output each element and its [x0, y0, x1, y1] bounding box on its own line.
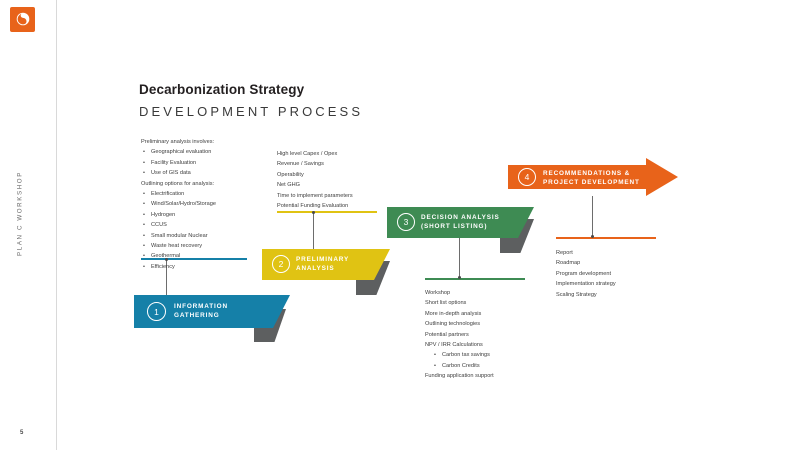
step-label-3: DECISION ANALYSIS (SHORT LISTING)	[421, 214, 500, 231]
list-item: Carbon tax savings	[425, 350, 494, 361]
connector-step-4	[592, 196, 593, 238]
step-label-4-line1: RECOMMENDATIONS &	[543, 170, 631, 177]
step-label-4-line2: PROJECT DEVELOPMENT	[543, 178, 640, 186]
list-item: Outlining technologies	[425, 321, 481, 328]
plan-c-logo	[10, 7, 35, 32]
connector-dot-step-2	[312, 211, 315, 214]
list-item: Report	[556, 250, 573, 256]
list-item: Geographical evaluation	[141, 147, 216, 158]
list-item: Facility Evaluation	[141, 158, 216, 169]
step-recommendations[interactable]: 4 RECOMMENDATIONS & PROJECT DEVELOPMENT	[508, 158, 678, 196]
connector-step-3	[459, 237, 460, 279]
list-item: Potential Funding Evaluation	[277, 203, 349, 210]
step-information-gathering[interactable]: 1 INFORMATION GATHERING	[134, 295, 290, 342]
list-item: Scaling Strategy	[556, 291, 597, 298]
step-label-2-line2: ANALYSIS	[296, 264, 335, 272]
list-item: Short list options	[425, 300, 467, 307]
step-decision-analysis[interactable]: 3 DECISION ANALYSIS (SHORT LISTING)	[387, 207, 534, 253]
step-label-2: PRELIMINARY ANALYSIS	[296, 256, 349, 273]
rule-step-3	[425, 278, 525, 280]
step-number-4: 4	[518, 168, 536, 186]
list-item: Implementation strategy	[556, 281, 616, 288]
list-item: Efficiency	[141, 262, 216, 273]
step-label-1: INFORMATION GATHERING	[174, 303, 228, 320]
list-item: Electrification	[141, 189, 216, 200]
list-item: Potential partners	[425, 331, 469, 338]
list-item: More in-depth analysis	[425, 310, 482, 317]
page-subtitle: DEVELOPMENT PROCESS	[139, 104, 364, 119]
rule-step-4	[556, 237, 656, 239]
list-item: Waste heat recovery	[141, 241, 216, 252]
list-item: Use of GIS data	[141, 168, 216, 179]
page-number: 5	[20, 430, 24, 436]
list-item: Wind/Solar/Hydro/Storage	[141, 199, 216, 210]
list-item: CCUS	[141, 220, 216, 231]
logo-swirl-icon	[16, 12, 30, 26]
list-item: Program development	[556, 270, 612, 277]
list-item: NPV / IRR Calculations	[425, 342, 483, 349]
step-number-3: 3	[397, 213, 415, 231]
deck-rail-label: PLAN C WORKSHOP	[16, 171, 24, 256]
step-label-1-line2: GATHERING	[174, 311, 220, 319]
list-item: Outlining options for analysis:	[141, 180, 215, 187]
rule-step-2	[277, 211, 377, 213]
step-label-2-line1: PRELIMINARY	[296, 256, 350, 263]
list-item: Small modular Nuclear	[141, 231, 216, 242]
step-preliminary-analysis[interactable]: 2 PRELIMINARY ANALYSIS	[262, 249, 390, 295]
step-label-1-line1: INFORMATION	[174, 303, 228, 310]
step-label-3-line2: (SHORT LISTING)	[421, 222, 488, 230]
list-item: Preliminary analysis involves:	[141, 139, 215, 145]
connector-dot-step-3	[458, 276, 461, 279]
step-label-4: RECOMMENDATIONS & PROJECT DEVELOPMENT	[543, 170, 640, 187]
rail-divider	[56, 0, 57, 450]
information-gathering-details: Preliminary analysis involves: Geographic…	[141, 137, 216, 273]
connector-step-2	[313, 212, 314, 254]
list-item: Operability	[277, 171, 304, 178]
list-item: Time to implement parameters	[277, 192, 353, 199]
list-item: Carbon Credits	[425, 361, 494, 372]
list-item: Funding application support	[425, 373, 494, 380]
list-item: Roadmap	[556, 260, 581, 267]
list-item: Geothermal	[141, 251, 216, 262]
connector-step-1	[166, 259, 167, 301]
page-title: Decarbonization Strategy	[139, 82, 305, 97]
connector-dot-step-4	[591, 235, 594, 238]
list-item: Hydrogen	[141, 210, 216, 221]
list-item: Revenue / Savings	[277, 161, 324, 168]
step-label-3-line1: DECISION ANALYSIS	[421, 214, 500, 221]
list-item: Workshop	[425, 290, 451, 296]
step-number-1: 1	[147, 302, 166, 321]
list-item: Net GHG	[277, 182, 301, 189]
step-number-2: 2	[272, 255, 290, 273]
list-item: High level Capex / Opex	[277, 151, 338, 157]
